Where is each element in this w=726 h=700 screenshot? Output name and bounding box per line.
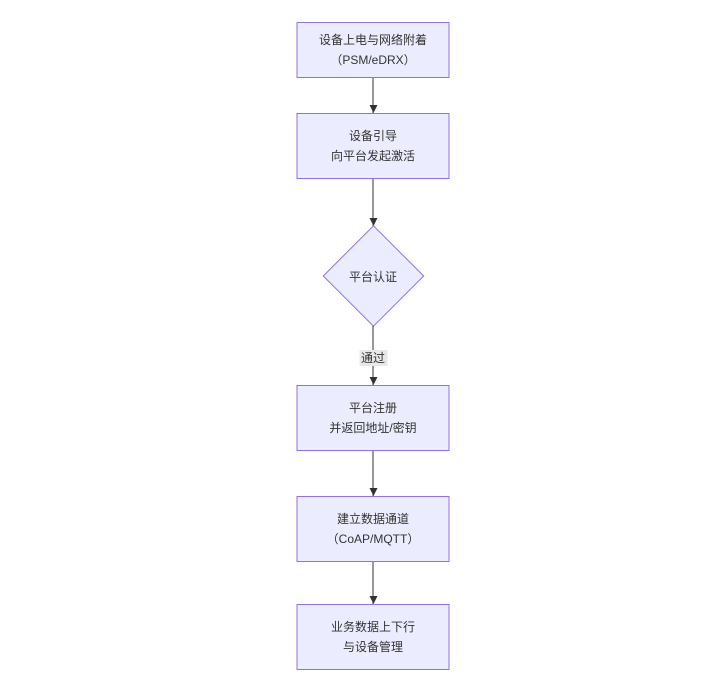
node-power-attach: 设备上电与网络附着 （PSM/eDRX） — [296, 22, 450, 78]
arrow-down-icon — [372, 179, 374, 226]
node-text-line: 平台注册 — [348, 401, 397, 415]
node-bootstrap: 设备引导 向平台发起激活 — [296, 113, 450, 179]
node-text-line: 与设备管理 — [342, 640, 403, 654]
node-text-line: 向平台发起激活 — [330, 149, 415, 163]
node-text-line: 并返回地址/密钥 — [329, 421, 417, 435]
edge-label-pass: 通过 — [358, 350, 388, 366]
arrow-down-icon: 通过 — [358, 326, 388, 385]
node-text-line: 平台认证 — [348, 269, 397, 284]
node-text-line: 设备上电与网络附着 — [318, 33, 427, 47]
arrow-down-icon — [372, 78, 374, 113]
flowchart: 设备上电与网络附着 （PSM/eDRX） 设备引导 向平台发起激活 平台认证 通… — [296, 22, 450, 670]
node-business-data: 业务数据上下行 与设备管理 — [296, 604, 450, 670]
node-register: 平台注册 并返回地址/密钥 — [296, 385, 450, 451]
arrow-down-icon — [372, 562, 374, 604]
node-data-channel: 建立数据通道 （CoAP/MQTT） — [296, 496, 450, 562]
node-text-line: 业务数据上下行 — [330, 620, 415, 634]
node-text-line: 设备引导 — [348, 129, 397, 143]
arrow-down-icon — [372, 451, 374, 496]
node-text-line: （CoAP/MQTT） — [326, 532, 420, 546]
node-platform-auth-decision: 平台认证 — [322, 225, 424, 327]
node-text-line: 建立数据通道 — [336, 512, 409, 526]
node-text-line: （PSM/eDRX） — [330, 53, 416, 67]
